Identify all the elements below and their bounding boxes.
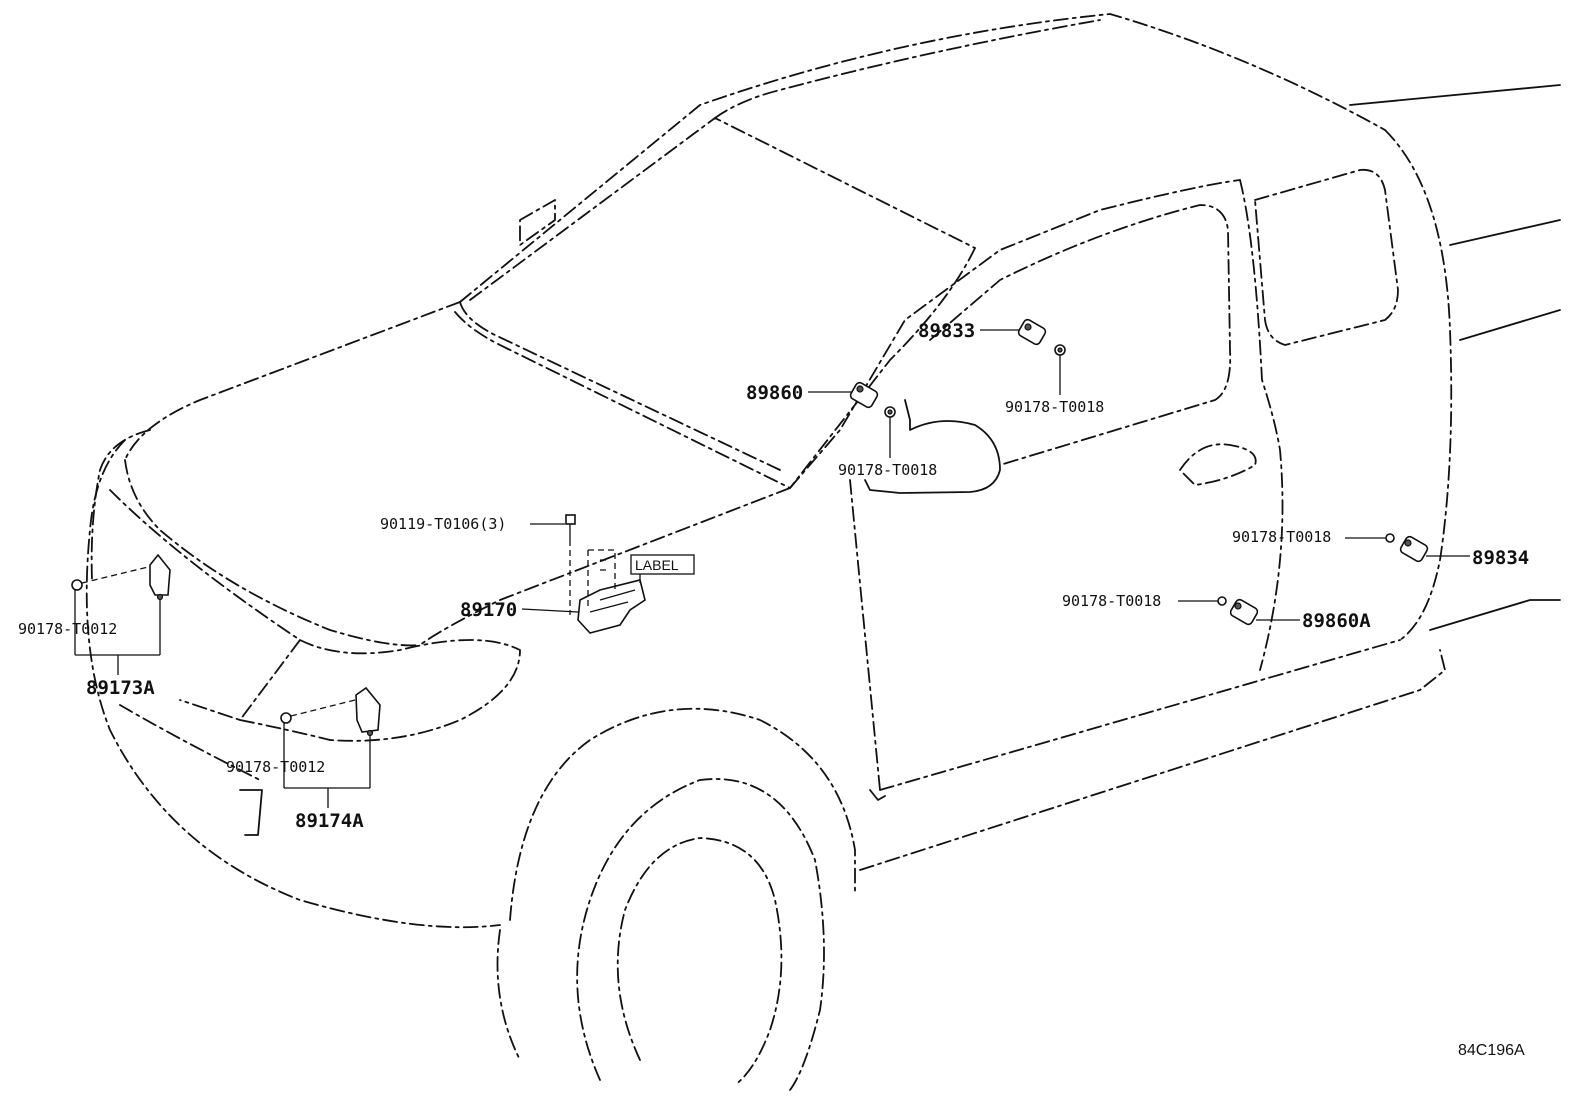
nut-icon: [1217, 596, 1227, 606]
sensor-89173a-icon: [149, 553, 171, 601]
label-tag-text: LABEL: [635, 557, 679, 573]
callout-89860: 89860: [746, 382, 803, 404]
label-tag: LABEL: [630, 554, 695, 575]
callout-89173a: 89173A: [86, 677, 155, 699]
callout-89834: 89834: [1472, 547, 1529, 569]
figure-code: 84C196A: [1458, 1042, 1525, 1059]
callout-90178-t0012-a: 90178-T0012: [18, 620, 117, 638]
callout-90178-t0018-c: 90178-T0018: [1232, 528, 1331, 546]
callout-90178-t0012-b: 90178-T0012: [226, 758, 325, 776]
nut-icon: [280, 712, 292, 724]
vehicle-outline: [85, 13, 1561, 1091]
nut-icon: [71, 579, 83, 591]
sensor-89860-icon: [849, 381, 879, 409]
callout-89833: 89833: [918, 320, 975, 342]
callout-90178-t0018-b: 90178-T0018: [838, 461, 937, 479]
callout-90178-t0018-a: 90178-T0018: [1005, 398, 1104, 416]
callout-89170: 89170: [460, 599, 517, 621]
sensor-89174a-icon: [355, 686, 381, 737]
bolt-icon: [565, 514, 576, 540]
callout-89860a: 89860A: [1302, 610, 1371, 632]
leader-lines: [74, 329, 1470, 808]
sensor-89834-icon: [1399, 535, 1429, 563]
nut-icon: [1054, 344, 1066, 356]
nut-icon: [884, 406, 896, 418]
callout-90119-t0106: 90119-T0106(3): [380, 515, 506, 533]
nut-icon: [1385, 533, 1395, 543]
airbag-ecu-89170-icon: [577, 579, 646, 634]
sensor-89833-icon: [1017, 318, 1047, 346]
callout-89174a: 89174A: [295, 810, 364, 832]
callout-90178-t0018-d: 90178-T0018: [1062, 592, 1161, 610]
parts: [71, 318, 1429, 737]
sensor-89860a-icon: [1229, 598, 1259, 626]
